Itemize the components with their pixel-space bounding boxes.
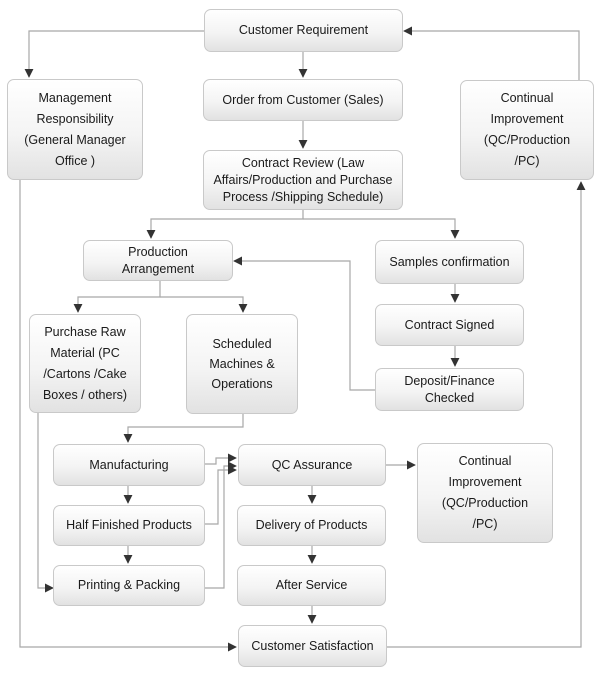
box-continual-improvement-top: Continual Improvement (QC/Production /PC… (460, 80, 594, 180)
arrow-printing-to-qc (205, 461, 237, 589)
arrow-satisfaction-to-improvement (387, 181, 586, 648)
box-manufacturing: Manufacturing (53, 444, 205, 486)
box-order-from-customer: Order from Customer (Sales) (203, 79, 403, 121)
box-samples-confirmation: Samples confirmation (375, 240, 524, 284)
box-contract-signed: Contract Signed (375, 304, 524, 346)
box-qc-assurance: QC Assurance (238, 444, 386, 486)
box-half-finished-products: Half Finished Products (53, 505, 205, 546)
arrow-purchase-to-printing (37, 413, 54, 593)
arrow-requirement-to-management (24, 30, 204, 78)
arrow-production-to-split (73, 281, 161, 313)
box-production-arrangement: Production Arrangement (83, 240, 233, 281)
box-contract-review: Contract Review (Law Affairs/Production … (203, 150, 403, 210)
arrow-review-to-samples (303, 218, 460, 239)
arrow-management-to-satisfaction (19, 180, 237, 652)
box-management-responsibility: Management Responsibility (General Manag… (7, 79, 143, 180)
arrow-improvement-to-requirement (403, 26, 580, 80)
arrow-production-to-scheduled (160, 296, 248, 313)
box-delivery-of-products: Delivery of Products (237, 505, 386, 546)
arrow-half-to-qc (205, 465, 237, 525)
arrow-deposit-to-production (233, 256, 375, 391)
arrow-manufacturing-to-qc (205, 453, 237, 465)
box-after-service: After Service (237, 565, 386, 606)
box-continual-improvement-right: Continual Improvement (QC/Production /PC… (417, 443, 553, 543)
box-deposit-finance-checked: Deposit/Finance Checked (375, 368, 524, 411)
box-printing-packing: Printing & Packing (53, 565, 205, 606)
box-customer-satisfaction: Customer Satisfaction (238, 625, 387, 667)
box-scheduled-machines: Scheduled Machines & Operations (186, 314, 298, 414)
box-customer-requirement: Customer Requirement (204, 9, 403, 52)
box-purchase-raw-material: Purchase Raw Material (PC /Cartons /Cake… (29, 314, 141, 413)
arrow-scheduled-to-manufacturing (123, 414, 244, 443)
arrow-review-to-split (146, 210, 304, 239)
